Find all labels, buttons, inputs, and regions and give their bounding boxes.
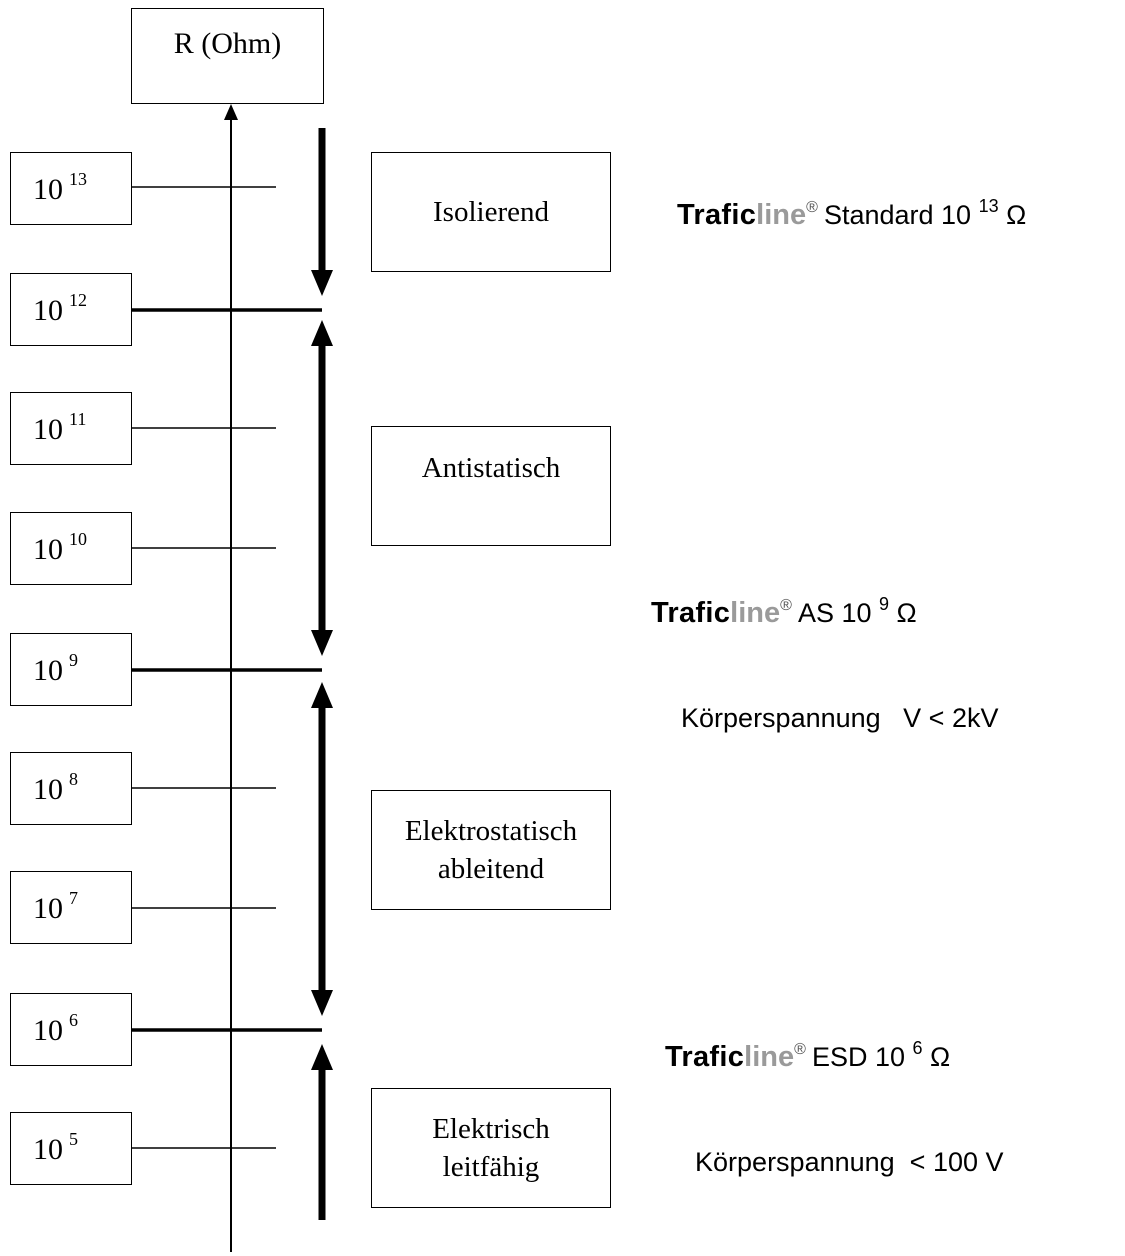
- note-text: Standard 10: [823, 200, 972, 230]
- tick-box-11: 10 11: [10, 392, 132, 465]
- range-arrow-antistatisch: [311, 320, 333, 656]
- tick-base: 10: [33, 773, 63, 806]
- axis-title: R (Ohm): [173, 27, 282, 60]
- note-body-voltage-esd: Körperspannung < 100 V: [665, 1116, 1004, 1209]
- note-standard: Traficline® Standard 10 13 Ω: [677, 196, 1026, 232]
- tick-base: 10: [33, 173, 63, 206]
- main-axis-arrowhead: [224, 104, 238, 120]
- registered-mark: ®: [780, 597, 792, 614]
- category-label: Isolierend: [433, 196, 549, 228]
- tick-box-8: 10 8: [10, 752, 132, 825]
- tick-box-7: 10 7: [10, 871, 132, 944]
- brand-name-part2: line: [744, 1041, 795, 1073]
- category-box-leitfaehig: Elektrisch leitfähig: [371, 1088, 611, 1208]
- brand-name-part2: line: [730, 597, 781, 629]
- brand-name-part1: Trafic: [665, 1041, 745, 1073]
- registered-mark: ®: [806, 199, 818, 216]
- axis-title-box: R (Ohm): [131, 8, 324, 104]
- tick-exponent: 10: [69, 529, 87, 549]
- tick-base: 10: [33, 1014, 63, 1047]
- note-as: Traficline® AS 10 9 Ω: [651, 594, 917, 630]
- tick-box-9: 10 9: [10, 633, 132, 706]
- note-unit: Ω: [1006, 200, 1027, 230]
- tick-box-5: 10 5: [10, 1112, 132, 1185]
- tick-exponent: 5: [69, 1129, 78, 1149]
- tick-exponent: 9: [69, 650, 78, 670]
- tick-base: 10: [33, 654, 63, 687]
- tick-box-12: 10 12: [10, 273, 132, 346]
- note-esd: Traficline® ESD 10 6 Ω: [665, 1038, 950, 1074]
- note-text: ESD 10: [811, 1042, 905, 1072]
- note-body-voltage-as: Körperspannung V < 2kV: [651, 672, 998, 765]
- brand-name-part2: line: [756, 199, 807, 231]
- tick-box-10: 10 10: [10, 512, 132, 585]
- tick-base: 10: [33, 892, 63, 925]
- category-box-isolierend: Isolierend: [371, 152, 611, 272]
- tick-base: 10: [33, 413, 63, 446]
- category-label-line2: ableitend: [437, 853, 545, 885]
- tick-exponent: 7: [69, 888, 78, 908]
- tick-box-6: 10 6: [10, 993, 132, 1066]
- category-label-line2: leitfähig: [442, 1151, 540, 1183]
- category-label-line1: Elektrisch: [432, 1113, 550, 1145]
- category-label-line1: Elektrostatisch: [404, 815, 578, 847]
- tick-exponent: 6: [69, 1010, 78, 1030]
- tick-base: 10: [33, 533, 63, 566]
- tick-base: 10: [33, 1133, 63, 1166]
- note-unit: Ω: [930, 1042, 951, 1072]
- note-exponent: 13: [978, 196, 999, 216]
- category-label: Antistatisch: [421, 452, 561, 484]
- tick-base: 10: [33, 294, 63, 327]
- tick-exponent: 11: [69, 409, 87, 429]
- tick-exponent: 13: [69, 169, 87, 189]
- note-exponent: 9: [879, 594, 890, 614]
- note-text: Körperspannung < 100 V: [695, 1147, 1004, 1177]
- tick-box-13: 10 13: [10, 152, 132, 225]
- note-exponent: 6: [912, 1038, 923, 1058]
- tick-exponent: 12: [69, 290, 87, 310]
- brand-name-part1: Trafic: [677, 199, 757, 231]
- note-text: AS 10: [797, 598, 872, 628]
- brand-name-part1: Trafic: [651, 597, 731, 629]
- note-text: Körperspannung V < 2kV: [681, 703, 999, 733]
- tick-exponent: 8: [69, 769, 78, 789]
- range-arrow-isolierend: [311, 128, 333, 296]
- category-box-elektrostatisch: Elektrostatisch ableitend: [371, 790, 611, 910]
- note-unit: Ω: [896, 598, 917, 628]
- range-arrow-leitfaehig: [311, 1044, 333, 1220]
- range-arrow-elektrostatisch: [311, 682, 333, 1016]
- registered-mark: ®: [794, 1041, 806, 1058]
- category-box-antistatisch: Antistatisch: [371, 426, 611, 546]
